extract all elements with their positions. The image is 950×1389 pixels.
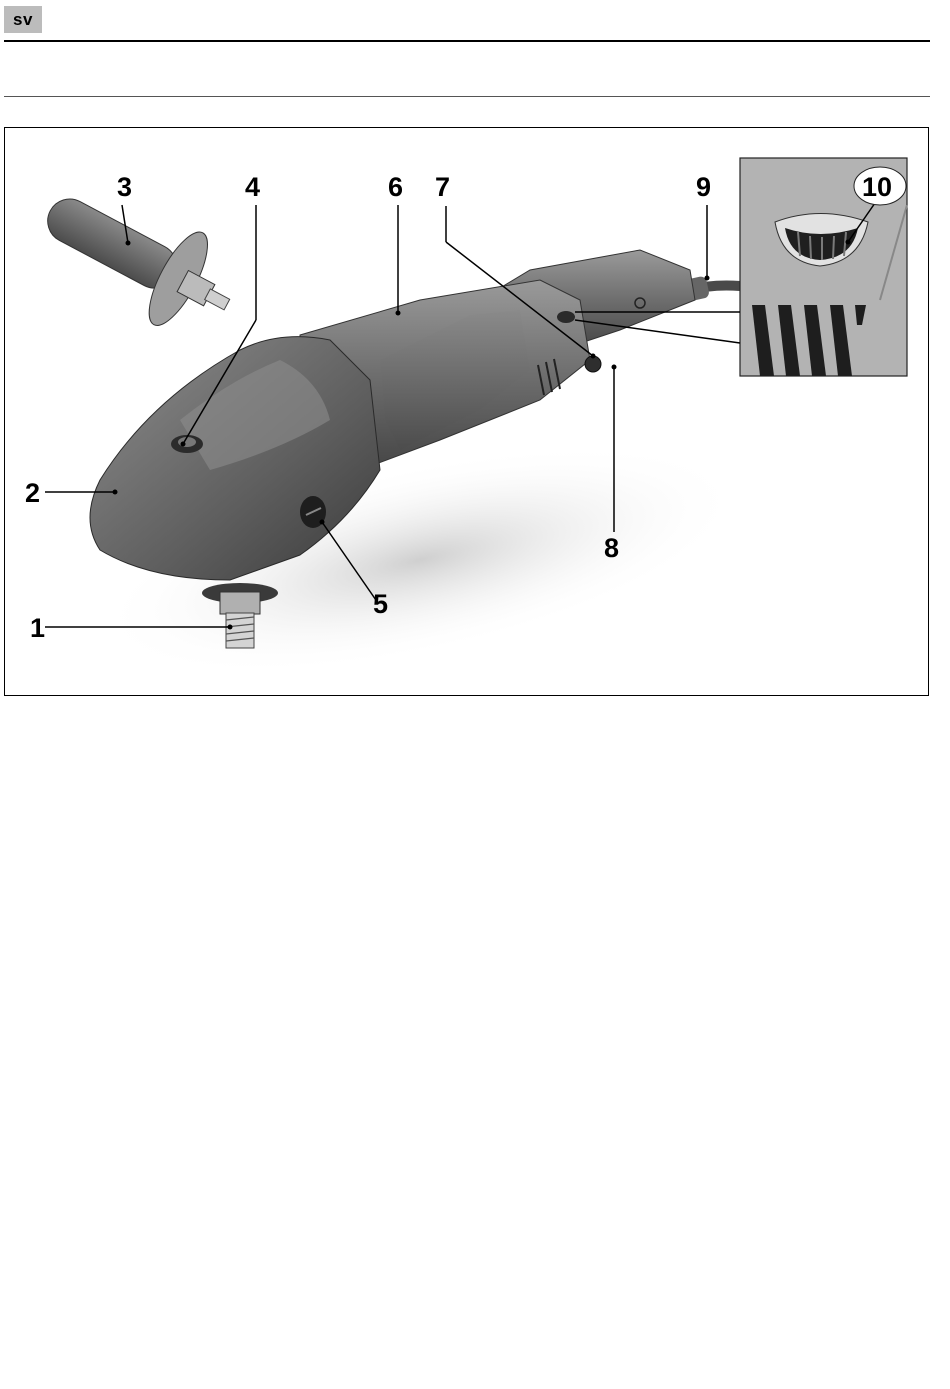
callout-3: 3 — [117, 172, 132, 202]
callout-4: 4 — [245, 172, 260, 202]
callout-8: 8 — [604, 533, 619, 563]
callout-6: 6 — [388, 172, 403, 202]
callout-1: 1 — [30, 613, 45, 643]
callout-2: 2 — [25, 478, 40, 508]
callout-9: 9 — [696, 172, 711, 202]
callout-5: 5 — [373, 589, 388, 619]
callout-10: 10 — [862, 172, 892, 202]
callout-7: 7 — [435, 172, 450, 202]
